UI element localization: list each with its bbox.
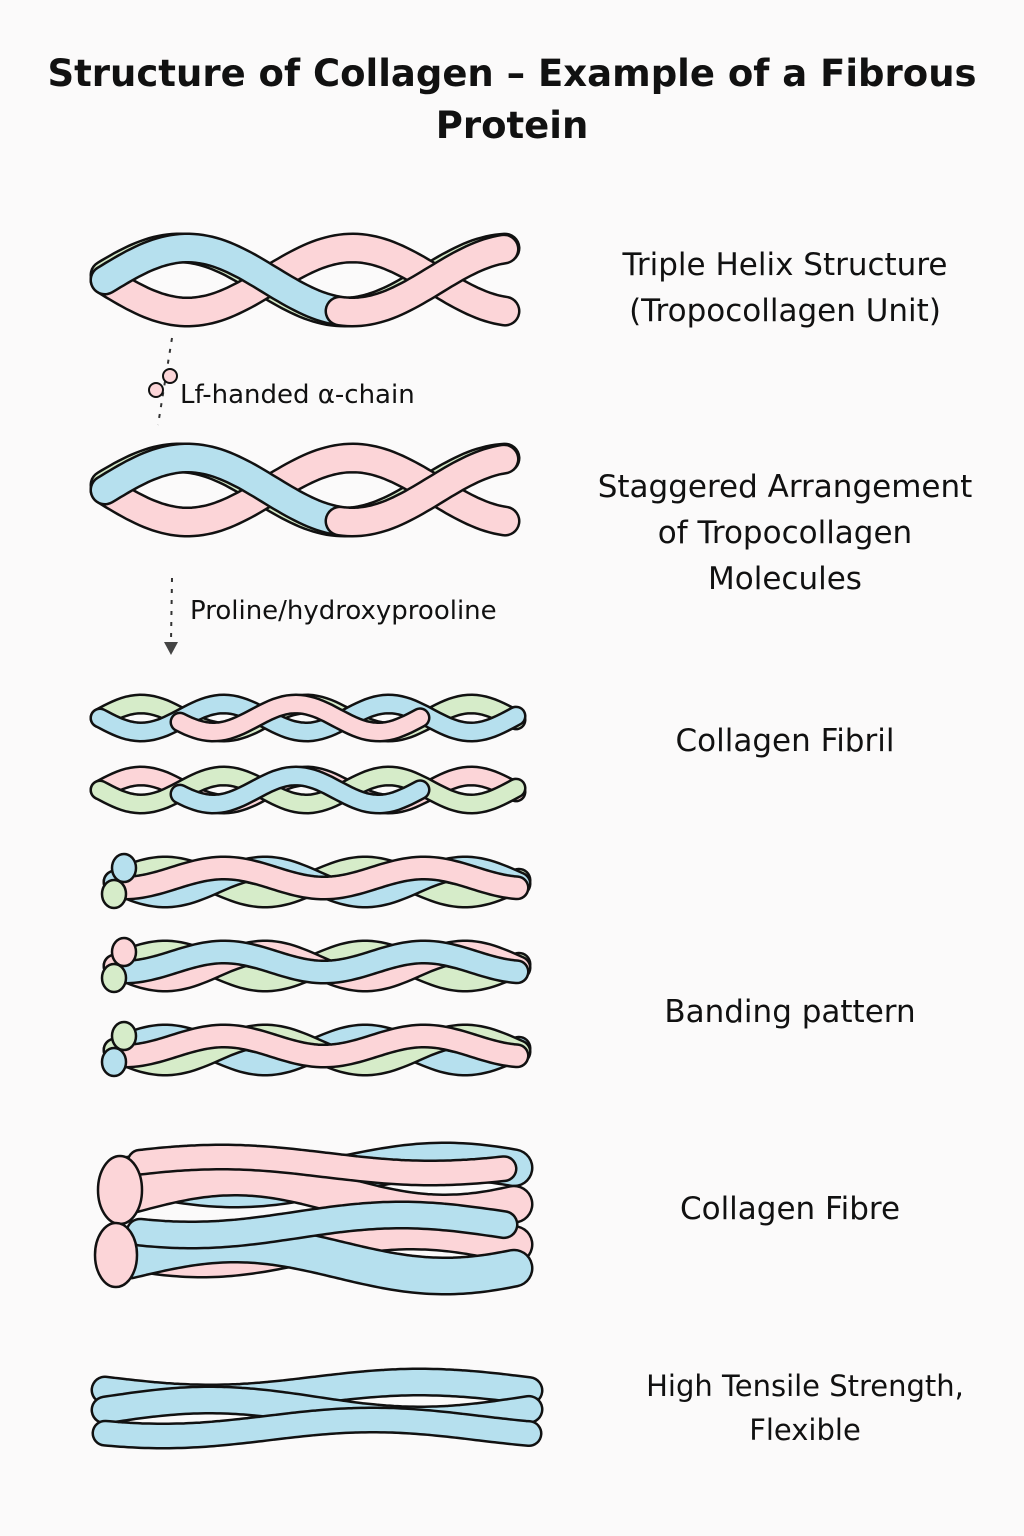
alpha-chain-annotation: Lf-handed α-chain [180, 380, 415, 410]
collagen-fibril-drawing [89, 693, 527, 815]
collagen-fibre-drawing [93, 1141, 534, 1296]
collagen-strand [172, 767, 428, 813]
collagen-strand [115, 858, 527, 898]
label-staggered: Staggered Arrangement of Tropocollagen M… [597, 469, 973, 597]
label-triple-helix: Triple Helix Structure (Tropocollagen Un… [622, 247, 948, 329]
collagen-strand [94, 1409, 540, 1447]
collagen-strand [327, 446, 517, 536]
strand-end-cap [96, 1154, 144, 1226]
dotted-connector [148, 337, 178, 426]
label-banding: Banding pattern [664, 994, 916, 1030]
tensile-strength-drawing [90, 1367, 544, 1450]
collagen-strand [172, 695, 428, 741]
dotted-arrow-icon [164, 577, 178, 655]
label-fibril: Collagen Fibril [675, 723, 895, 759]
collagen-strand [327, 236, 517, 326]
strand-end-cap [100, 962, 128, 994]
label-fibre: Collagen Fibre [679, 1191, 901, 1227]
collagen-strand [92, 767, 524, 813]
strand-end-cap [100, 1046, 128, 1078]
staggered-helix-drawing [89, 442, 521, 538]
banding-pattern-drawing [100, 852, 532, 1078]
strand-end-cap [93, 1221, 139, 1289]
residue-circle-icon [148, 382, 164, 398]
collagen-strand [128, 1203, 516, 1247]
triple-helix-drawing [89, 232, 521, 328]
proline-annotation: Proline/hydroxyprooline [190, 596, 497, 626]
residue-circle-icon [162, 368, 178, 384]
strand-end-cap [110, 936, 138, 968]
collagen-strand [115, 942, 527, 982]
collagen-strand [115, 1026, 527, 1066]
collagen-strand [92, 235, 350, 324]
strand-end-cap [110, 852, 138, 884]
collagen-strand [129, 1146, 515, 1184]
strand-end-cap [110, 1020, 138, 1052]
label-strength: High Tensile Strength, Flexible [646, 1369, 964, 1447]
strand-end-cap [100, 878, 128, 910]
collagen-strand [92, 445, 350, 534]
diagram-title: Structure of Collagen – Example of a Fib… [47, 52, 977, 147]
collagen-strand [92, 695, 524, 741]
